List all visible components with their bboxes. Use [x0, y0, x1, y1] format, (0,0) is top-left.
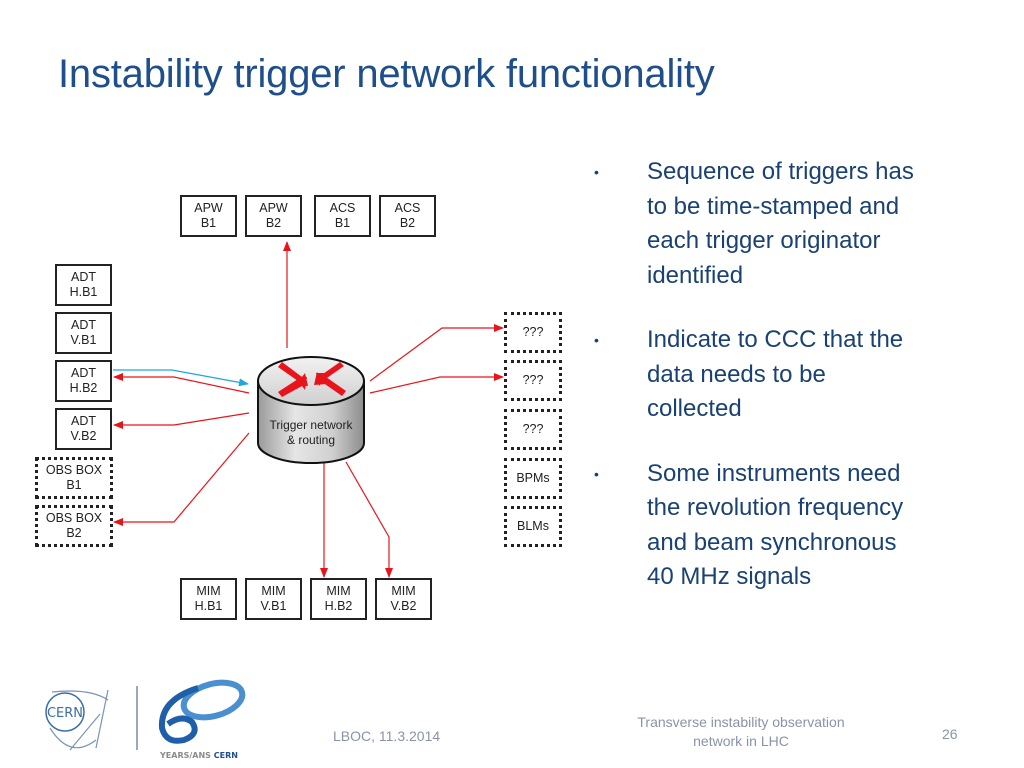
box-apw-b2: APW B2 [245, 195, 302, 237]
bullet-marker: • [594, 332, 599, 348]
box-sublabel: H.B1 [69, 285, 98, 299]
bullet-line: collected [647, 395, 742, 422]
box-mim-hb2: MIM H.B2 [310, 578, 367, 620]
footer-date: LBOC, 11.3.2014 [333, 728, 441, 744]
box-sublabel: V.B2 [70, 429, 97, 443]
box-acs-b1: ACS B1 [314, 195, 371, 237]
box-sublabel: V.B1 [260, 599, 287, 613]
box-sublabel: B2 [66, 526, 82, 540]
box-label: ??? [522, 373, 544, 387]
bullet-line: Sequence of triggers has [647, 158, 914, 185]
cern-logo: CERN [45, 689, 109, 751]
years-text: YEARS/ANS CERN [159, 751, 238, 760]
router-label-line2: & routing [286, 433, 336, 447]
box-label: APW [194, 201, 223, 215]
box-label: BLMs [517, 519, 549, 533]
bullet-line: identified [647, 261, 744, 289]
box-unknown-3: ??? [504, 409, 562, 450]
box-label: OBS BOX [45, 511, 103, 525]
slide-title: Instability trigger network functionalit… [58, 52, 715, 96]
box-sublabel: H.B2 [69, 381, 98, 395]
bullet-line: the revolution frequency [647, 494, 904, 521]
footer-presentation-title: Transverse instability observation netwo… [600, 713, 882, 751]
box-obs-box-b1: OBS BOX B1 [35, 457, 113, 499]
box-sublabel: V.B1 [70, 333, 97, 347]
box-label: ??? [522, 325, 544, 339]
box-apw-b1: APW B1 [180, 195, 237, 237]
input-arrow-from-adt-hb2 [113, 369, 249, 387]
box-sublabel: B1 [334, 216, 351, 230]
router-label-line1: Trigger network [269, 418, 353, 432]
footer-logos: CERN YEARS/ANS CERN [45, 679, 246, 760]
box-sublabel: V.B2 [390, 599, 417, 613]
box-acs-b2: ACS B2 [379, 195, 436, 237]
bullet-item: • Sequence of triggers has to be time-st… [594, 155, 1014, 293]
box-mim-vb1: MIM V.B1 [245, 578, 302, 620]
arrow-to-unknown-1 [369, 324, 504, 382]
arrow-to-adt-vb2 [113, 412, 250, 429]
box-unknown-1: ??? [504, 312, 562, 353]
bullet-item: • Some instruments need the revolution f… [594, 457, 1014, 595]
footer-title-line1: Transverse instability observation [637, 714, 845, 730]
box-adt-vb1: ADT V.B1 [55, 312, 112, 354]
box-adt-hb1: ADT H.B1 [55, 264, 112, 306]
box-label: BPMs [516, 471, 550, 485]
box-label: ADT [71, 414, 96, 428]
box-mim-vb2: MIM V.B2 [375, 578, 432, 620]
arrow-to-adt-hb2 [113, 373, 250, 394]
box-label: MIM [196, 584, 221, 598]
box-unknown-2: ??? [504, 360, 562, 401]
box-obs-box-b2: OBS BOX B2 [35, 505, 113, 547]
box-adt-vb2: ADT V.B2 [55, 408, 112, 450]
arrow-to-unknown-2 [369, 373, 504, 394]
box-label: ??? [522, 422, 544, 436]
page-number: 26 [942, 726, 958, 742]
cern-logo-text: CERN [47, 706, 83, 721]
box-label: APW [259, 201, 288, 215]
bullet-line: each trigger originator [647, 227, 881, 254]
box-adt-hb2: ADT H.B2 [55, 360, 112, 402]
box-sublabel: B2 [399, 216, 416, 230]
box-label: MIM [326, 584, 351, 598]
box-sublabel: B2 [265, 216, 282, 230]
box-mim-hb1: MIM H.B1 [180, 578, 237, 620]
box-blms: BLMs [504, 506, 562, 547]
box-label: ADT [71, 318, 96, 332]
bullet-line: and beam synchronous [647, 528, 897, 556]
box-label: OBS BOX [45, 463, 103, 477]
arrow-to-mim-vb2 [345, 461, 393, 578]
bullet-line: Some instruments need [647, 459, 901, 487]
bullet-list: • Sequence of triggers has to be time-st… [594, 155, 1014, 625]
box-sublabel: B1 [200, 216, 217, 230]
router-icon [257, 356, 365, 464]
router-label: Trigger network & routing [258, 418, 364, 448]
box-sublabel: B1 [66, 478, 82, 492]
footer-title-line2: network in LHC [693, 733, 789, 749]
box-bpms: BPMs [504, 458, 562, 499]
box-label: MIM [261, 584, 286, 598]
bullet-line: 40 MHz signals [647, 563, 812, 590]
box-label: MIM [391, 584, 416, 598]
box-label: ACS [394, 201, 421, 215]
bullet-line: Indicate to CCC that the [647, 326, 904, 353]
arrow-to-obs-box-b2 [113, 432, 250, 526]
cern-60-years-logo: YEARS/ANS CERN [158, 679, 246, 760]
box-label: ADT [71, 270, 96, 284]
bullet-item: • Indicate to CCC that the data needs to… [594, 323, 1014, 427]
box-sublabel: H.B2 [324, 599, 353, 613]
box-sublabel: H.B1 [194, 599, 223, 613]
bullet-line: data needs to be [647, 360, 826, 388]
bullet-marker: • [594, 465, 599, 482]
bullet-marker: • [594, 164, 599, 180]
box-label: ADT [71, 366, 96, 380]
box-label: ACS [329, 201, 356, 215]
bullet-line: to be time-stamped and [647, 192, 900, 220]
